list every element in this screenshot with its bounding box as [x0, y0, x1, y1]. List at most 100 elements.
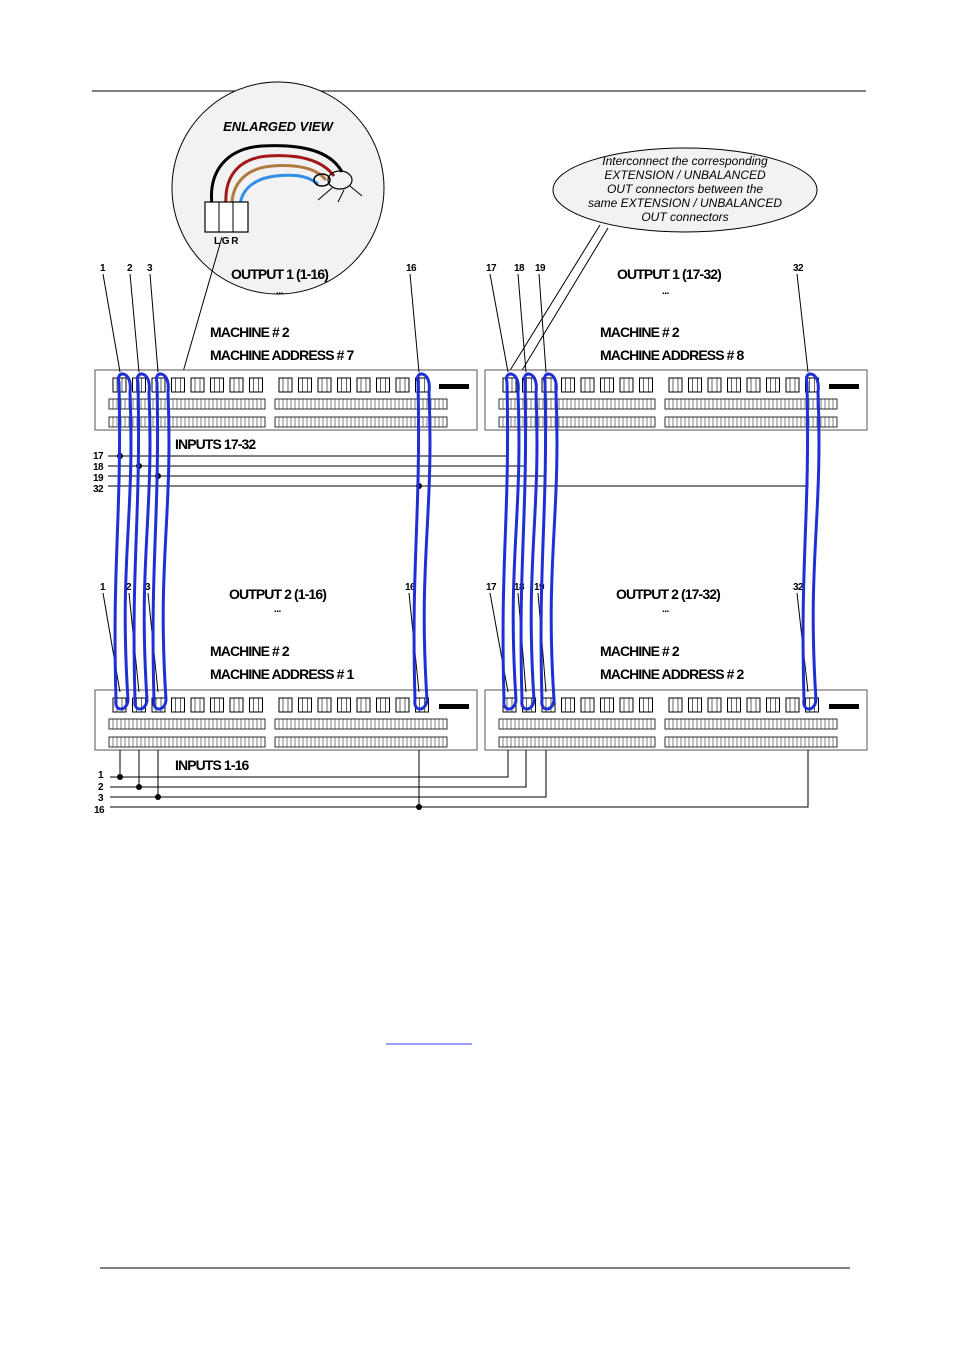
cable-line-2	[349, 185, 363, 197]
panel-badge-tr	[829, 384, 859, 389]
extension-cable-18	[519, 372, 539, 711]
connector-br-7	[619, 697, 634, 713]
bus-bot-1	[110, 750, 509, 778]
connector-tl-12	[337, 377, 351, 393]
bottom-num-32: 32	[793, 582, 804, 593]
callout-line-2: EXTENSION / UNBALANCED	[604, 168, 766, 182]
extension-cable-16	[412, 372, 432, 711]
connector-br-14	[766, 697, 780, 713]
terminal-strip-out-bl-1	[274, 718, 448, 730]
connector-br-12	[727, 697, 741, 713]
machine-panel-tr	[484, 369, 868, 431]
bottom-bus-2: 2	[98, 782, 104, 793]
wire-black	[210, 144, 344, 206]
bus-top-19	[108, 430, 547, 477]
top-num-18: 18	[514, 263, 525, 274]
callout-pointer-2	[520, 227, 609, 373]
bus-bot-dot-16	[416, 804, 422, 810]
terminal-strip-in-bl-0	[108, 736, 266, 748]
inputs-label-tl: INPUTS 17-32	[175, 436, 256, 452]
machine-label-tr: MACHINE # 2	[600, 324, 680, 340]
connector-br-13	[746, 697, 761, 713]
connector-tr-15	[785, 377, 800, 393]
enlarged-view-title: ENLARGED VIEW	[223, 119, 335, 134]
terminal-strip-out-tl-0	[108, 398, 266, 410]
connector-bl-13	[356, 697, 371, 713]
terminal-strip-out-br-0	[498, 718, 656, 730]
terminal-strip-in-br-0	[498, 736, 656, 748]
bottom-bus-1: 1	[98, 770, 104, 781]
leader-top-19	[538, 273, 547, 373]
input-bus-top-dots	[117, 453, 422, 489]
extension-cables	[113, 372, 821, 711]
terminal-strip-in-tr-0	[498, 416, 656, 428]
terminal-strip-out-tr-1	[664, 398, 838, 410]
connector-tl-15	[395, 377, 410, 393]
callout-bubble	[552, 147, 818, 233]
enlarged-view-circle	[171, 81, 385, 295]
connector-br-4	[561, 697, 575, 713]
cable-sleeve	[327, 170, 353, 190]
bus-bot-2	[110, 750, 527, 788]
leader-top-3	[149, 273, 159, 373]
cable-end	[313, 173, 331, 187]
terminal-strip-out-tr-0	[498, 398, 656, 410]
top-num-3: 3	[147, 263, 153, 274]
connector-tr-7	[619, 377, 634, 393]
connector-tl-11	[317, 377, 332, 393]
top-num-1: 1	[100, 263, 106, 274]
connector-tl-14	[376, 377, 390, 393]
terminal-strip-out-br-1	[664, 718, 838, 730]
connector-tr-8	[639, 377, 653, 393]
connector-tr-4	[561, 377, 575, 393]
leader-bot-1	[102, 592, 121, 693]
bottom-num-2: 2	[126, 582, 132, 593]
output-label-br: OUTPUT 2 (17-32)	[616, 586, 720, 602]
output-label-bl: OUTPUT 2 (1-16)	[229, 586, 326, 602]
connector-br-5	[580, 697, 595, 713]
input-bus-bottom	[110, 750, 809, 808]
connector-br-9	[668, 697, 683, 713]
connector-tl-4	[171, 377, 185, 393]
enlarged-view: ENLARGED VIEW L G R	[171, 81, 385, 373]
connector-tl-13	[356, 377, 371, 393]
connector-br-11	[707, 697, 722, 713]
connector-bl-5	[190, 697, 205, 713]
top-num-16: 16	[406, 263, 417, 274]
connector-tl-8	[249, 377, 263, 393]
callout-line-1: Interconnect the corresponding	[602, 154, 768, 168]
extension-cable-2	[132, 372, 152, 711]
machine-panel-bl	[94, 689, 478, 751]
address-label-br: MACHINE ADDRESS # 2	[600, 666, 745, 682]
connector-tl-9	[278, 377, 293, 393]
dots-tr: ...	[662, 286, 670, 297]
connector-bl-6	[210, 697, 224, 713]
top-num-17: 17	[486, 263, 497, 274]
connector-tr-9	[668, 377, 683, 393]
top-num-32: 32	[793, 263, 804, 274]
dots-br: ...	[662, 604, 670, 615]
connector-tr-14	[766, 377, 780, 393]
bottom-num-17: 17	[486, 582, 497, 593]
callout: Interconnect the corresponding EXTENSION…	[508, 147, 818, 373]
top-bus-17: 17	[93, 451, 104, 462]
output-label-tl: OUTPUT 1 (1-16)	[231, 266, 328, 282]
connector-bl-10	[298, 697, 312, 713]
wire-blue	[238, 173, 319, 206]
connector-tr-5	[580, 377, 595, 393]
bus-bot-dot-1	[117, 774, 123, 780]
connector-bl-7	[229, 697, 244, 713]
callout-line-3: OUT connectors between the	[607, 182, 763, 196]
top-bus-18: 18	[93, 462, 104, 473]
connector-tr-11	[707, 377, 722, 393]
bus-bot-3	[110, 750, 547, 798]
connector-tl-5	[190, 377, 205, 393]
machine-label-br: MACHINE # 2	[600, 643, 680, 659]
panel-badge-tl	[439, 384, 469, 389]
extension-cable-17	[501, 372, 521, 711]
bus-bot-dot-3	[155, 794, 161, 800]
callout-pointer-1	[508, 224, 601, 373]
connector-br-10	[688, 697, 702, 713]
